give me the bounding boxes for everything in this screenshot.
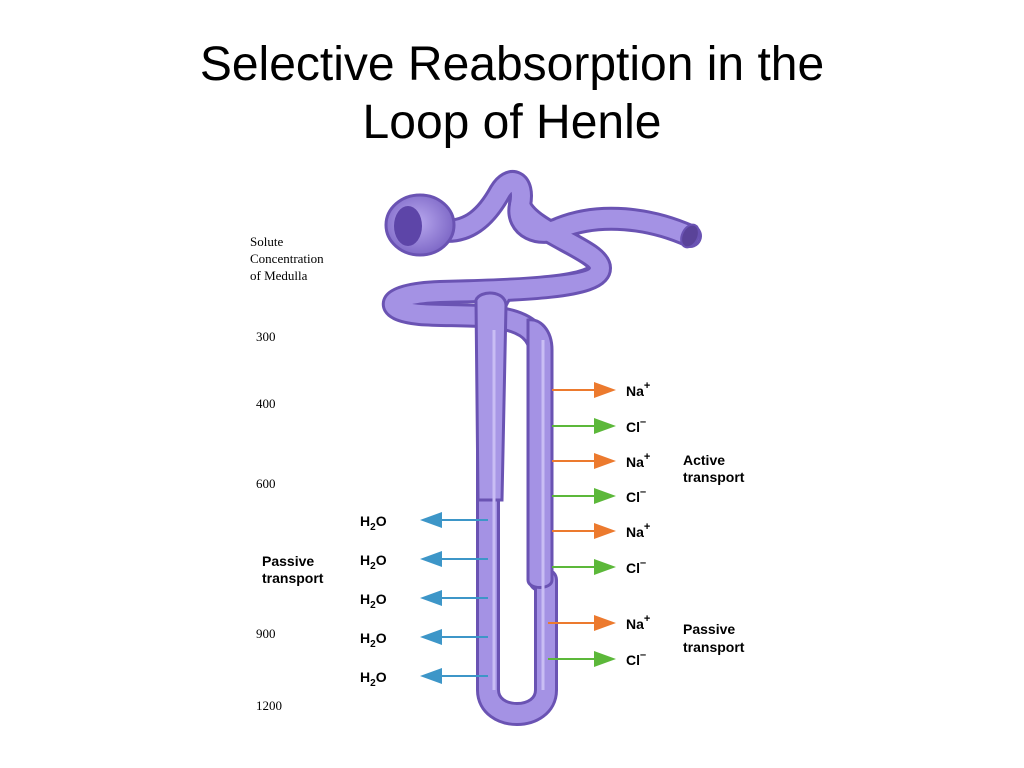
scale-value: 1200 <box>256 698 282 713</box>
water-label: H2O <box>360 552 387 572</box>
cl-label: Cl– <box>626 649 646 668</box>
ion-labels: Na+ Cl– Na+ Cl– Na+ Cl– Na+ Cl– <box>626 380 650 668</box>
label-line: transport <box>683 639 745 655</box>
water-arrow <box>420 590 488 606</box>
scale-value: 600 <box>256 476 276 491</box>
cl-arrow <box>552 488 616 504</box>
na-label: Na+ <box>626 451 650 470</box>
scale-value: 400 <box>256 396 276 411</box>
na-label: Na+ <box>626 613 650 632</box>
water-arrows <box>420 512 488 684</box>
cl-arrow <box>552 418 616 434</box>
na-label: Na+ <box>626 521 650 540</box>
cl-label: Cl– <box>626 557 646 576</box>
bowmans-capsule <box>384 193 456 257</box>
nephron-tubule <box>381 170 702 726</box>
water-arrow <box>420 629 488 645</box>
cl-label: Cl– <box>626 416 646 435</box>
cl-label: Cl– <box>626 486 646 505</box>
label-line: transport <box>683 469 745 485</box>
water-label: H2O <box>360 513 387 533</box>
label-line: Passive <box>683 621 735 637</box>
water-label: H2O <box>360 591 387 611</box>
scale-header-line-1: Solute <box>250 234 283 249</box>
na-arrow <box>552 523 616 539</box>
ion-arrows <box>548 382 616 667</box>
water-arrow <box>420 512 488 528</box>
na-label: Na+ <box>626 380 650 399</box>
water-label: H2O <box>360 669 387 689</box>
scale-header-line-3: of Medulla <box>250 268 308 283</box>
cl-arrow <box>552 559 616 575</box>
active-transport-label: Active transport <box>683 452 745 485</box>
label-line: transport <box>262 570 324 586</box>
slide-title: Selective Reabsorption in the Loop of He… <box>0 36 1024 152</box>
water-labels: H2O H2O H2O H2O H2O <box>360 513 387 689</box>
na-arrow <box>548 615 616 631</box>
label-line: Active <box>683 452 725 468</box>
scale-value: 900 <box>256 626 276 641</box>
na-arrow <box>552 453 616 469</box>
na-arrow <box>552 382 616 398</box>
passive-transport-label-left: Passive transport <box>262 553 324 586</box>
passive-transport-label-right: Passive transport <box>683 621 745 655</box>
title-line-1: Selective Reabsorption in the <box>199 38 825 91</box>
cl-arrow <box>548 651 616 667</box>
water-label: H2O <box>360 630 387 650</box>
scale-header-line-2: Concentration <box>250 251 324 266</box>
label-line: Passive <box>262 553 314 569</box>
solute-scale: Solute Concentration of Medulla 300 400 … <box>250 234 324 713</box>
water-arrow <box>420 551 488 567</box>
title-line-2: Loop of Henle <box>362 96 662 149</box>
scale-value: 300 <box>256 329 276 344</box>
water-arrow <box>420 668 488 684</box>
